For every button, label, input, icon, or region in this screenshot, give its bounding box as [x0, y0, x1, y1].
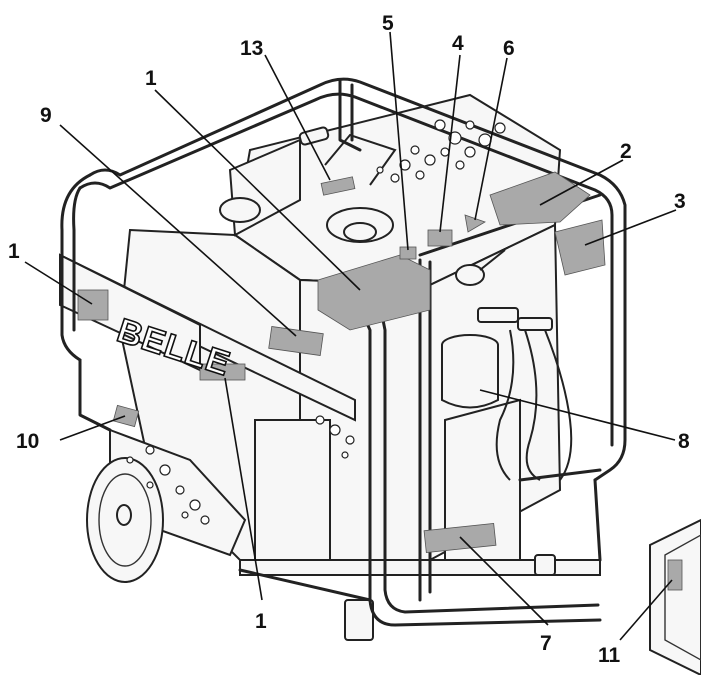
- vent-pattern: [126, 119, 506, 525]
- callout-7: 7: [540, 632, 552, 655]
- callout-11: 11: [598, 644, 621, 667]
- label-patch-9: [268, 326, 324, 356]
- label-patch-1c: [199, 363, 246, 381]
- callout-13: 13: [240, 37, 263, 60]
- callout-labels: 13 5 4 6 1 9 2 3 1 10 8 1 7 11: [8, 12, 690, 667]
- label-patch-3: [554, 219, 606, 276]
- generator-body: [59, 93, 701, 677]
- label-patch-10: [112, 404, 140, 428]
- callout-9: 9: [40, 104, 52, 127]
- callout-6: 6: [503, 37, 515, 60]
- leader-lines: [24, 31, 677, 641]
- callout-10: 10: [16, 430, 39, 453]
- callout-1-bottom: 1: [255, 610, 267, 633]
- callout-8: 8: [678, 430, 690, 453]
- callout-5: 5: [382, 12, 394, 35]
- callout-3: 3: [674, 190, 686, 213]
- label-patch-2: [489, 171, 591, 226]
- label-patch-4: [427, 229, 453, 247]
- label-patch-13: [320, 176, 356, 196]
- callout-2: 2: [620, 140, 632, 163]
- callout-4: 4: [452, 32, 464, 55]
- label-patch-1b: [77, 289, 109, 321]
- callout-1-left: 1: [8, 240, 20, 263]
- callout-1-top: 1: [145, 67, 157, 90]
